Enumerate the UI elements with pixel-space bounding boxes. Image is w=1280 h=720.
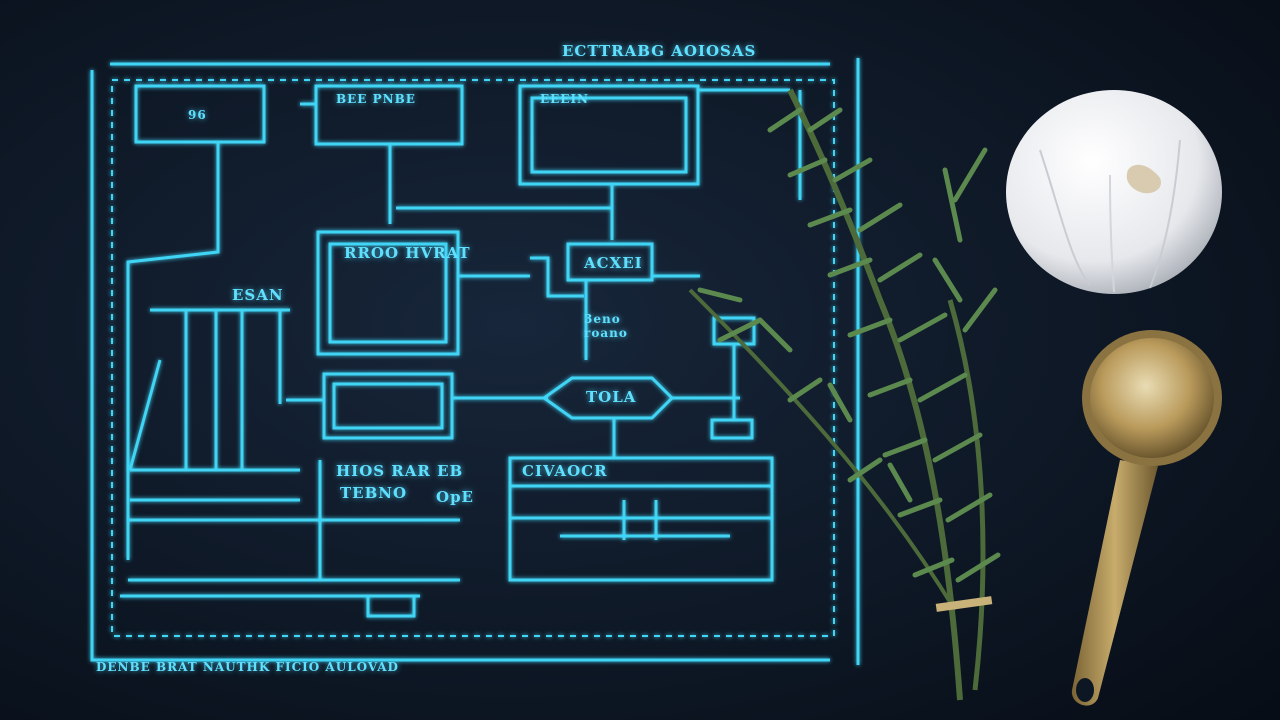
label-box-top-mid: BEE PNBE <box>336 92 416 106</box>
blueprint-schematic <box>90 58 860 665</box>
label-box-acxei: ACXEI <box>584 254 643 272</box>
label-diamond: TOLA <box>586 388 637 406</box>
label-hios: HIOS RAR EB <box>336 462 464 480</box>
rosemary-sprig <box>688 88 1001 701</box>
garlic-bulb <box>1006 90 1222 294</box>
label-box-center: RROO HVRAT <box>344 244 471 262</box>
label-box-top-left: 96 <box>188 108 207 122</box>
schematic-footer: DENBE BRAT NAUTHK FICIO AULOVAD <box>96 660 399 674</box>
schematic-title: ECTTRABG AOIOSAS <box>562 42 757 60</box>
label-box-top-right: EEEIN <box>540 92 590 106</box>
label-teno: TEBNO <box>340 484 408 502</box>
label-ceid: 3eno roano <box>584 312 628 340</box>
label-cnva: CIVAOCR <box>522 462 608 480</box>
measuring-spoon <box>1071 330 1222 706</box>
label-ope: OpE <box>436 488 474 506</box>
label-esan: ESAN <box>232 286 284 304</box>
